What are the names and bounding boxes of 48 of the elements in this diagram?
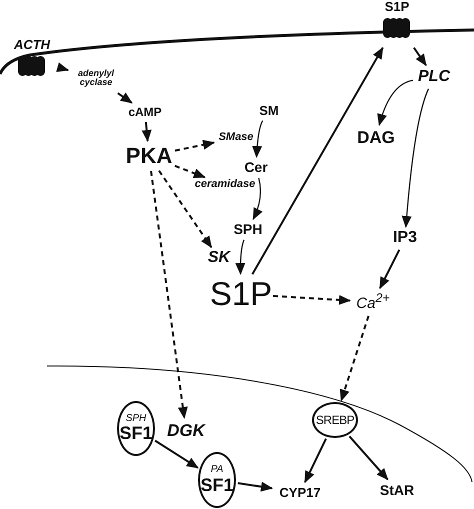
node-label: adenylyl cyclase bbox=[76, 68, 116, 88]
node-label: DAG bbox=[357, 128, 395, 146]
node-label: SREBP bbox=[316, 414, 354, 426]
arrow bbox=[252, 178, 262, 220]
node-label: SM bbox=[259, 104, 279, 118]
node-label: SF1 bbox=[119, 424, 152, 444]
node-label: ACTH bbox=[14, 38, 50, 52]
arrow bbox=[174, 140, 216, 152]
arrow bbox=[235, 240, 246, 275]
node-label: Cer bbox=[244, 160, 268, 175]
node-label: PKA bbox=[126, 144, 172, 168]
arrow bbox=[252, 46, 384, 275]
node-label: SPH bbox=[126, 414, 146, 424]
arrow bbox=[402, 88, 430, 228]
arrow bbox=[150, 170, 188, 419]
node-label: S1P bbox=[210, 276, 272, 312]
arrow bbox=[377, 80, 414, 126]
arrow bbox=[154, 440, 199, 469]
node-label: DGK bbox=[167, 422, 205, 440]
node-label: SK bbox=[208, 250, 230, 267]
node-label: ceramidase bbox=[194, 179, 256, 191]
node-label: IP3 bbox=[392, 230, 417, 247]
node-label: cAMP bbox=[128, 106, 162, 118]
arrow bbox=[174, 164, 206, 178]
ellipse-node bbox=[117, 401, 155, 456]
node-label: SMase bbox=[218, 132, 254, 144]
arrow bbox=[272, 294, 351, 305]
ellipse-node bbox=[198, 452, 236, 508]
node-label: PA bbox=[210, 465, 224, 476]
arrow bbox=[158, 170, 212, 248]
arrow bbox=[304, 438, 327, 484]
arrow bbox=[56, 62, 70, 72]
node-label: SPH bbox=[234, 222, 262, 237]
node-label: StAR bbox=[380, 482, 414, 498]
arrow bbox=[348, 436, 388, 480]
arrow bbox=[413, 47, 427, 66]
arrow bbox=[238, 482, 273, 492]
arrow bbox=[142, 122, 152, 142]
arrow bbox=[340, 316, 370, 402]
arrow bbox=[117, 92, 133, 104]
node-label: Ca$^{2+}$ bbox=[356, 292, 390, 312]
arrow bbox=[379, 249, 400, 290]
node-label: SF1 bbox=[200, 476, 234, 495]
node-label: CYP17 bbox=[279, 486, 321, 500]
node-label: PLC bbox=[418, 68, 450, 86]
node-label: S1P bbox=[384, 0, 410, 14]
ellipse-node bbox=[312, 402, 358, 438]
arrow bbox=[252, 120, 264, 158]
